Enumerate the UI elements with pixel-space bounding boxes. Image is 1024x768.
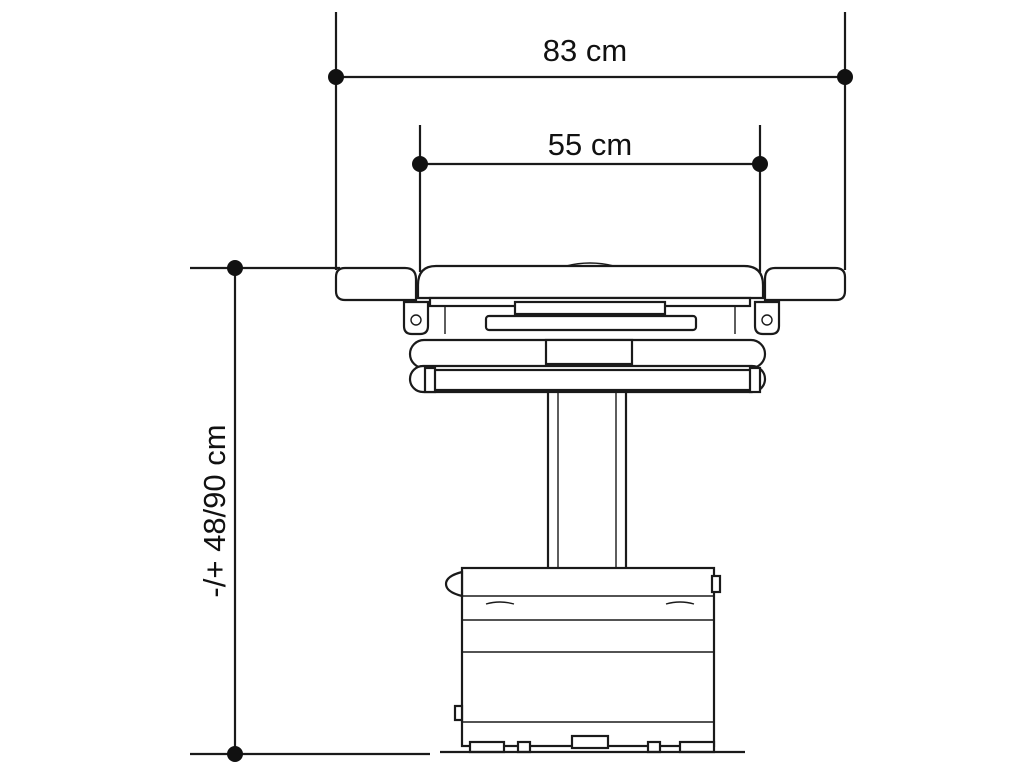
dimension-dot (227, 260, 243, 276)
total-width-label: 83 cm (543, 33, 627, 68)
dimension-height: -/+ 48/90 cm (190, 260, 430, 762)
main-cushion (416, 264, 765, 300)
lower-crossbar (430, 368, 758, 392)
dimension-total-width: 83 cm (328, 12, 853, 270)
dimension-dot (752, 156, 768, 172)
left-end-cap (423, 366, 437, 394)
left-bracket-bolt (410, 314, 422, 326)
left-armrest (334, 266, 418, 302)
base-foot (678, 740, 716, 754)
base-side-button (453, 704, 464, 722)
right-armrest (763, 266, 847, 302)
base-housing (460, 566, 716, 748)
dimension-top-width: 55 cm (412, 125, 768, 272)
roller-assembly (408, 338, 767, 394)
dimension-dot (837, 69, 853, 85)
dimension-dot (328, 69, 344, 85)
base-foot-center (570, 734, 610, 750)
base-foot (468, 740, 506, 754)
right-end-cap (748, 366, 762, 394)
dimension-dot (412, 156, 428, 172)
base-foot (646, 740, 662, 754)
frame-tray (484, 314, 698, 332)
right-bracket (753, 300, 781, 336)
headrest-bump (565, 262, 615, 267)
left-bracket (402, 300, 430, 336)
base-unit (440, 566, 745, 754)
height-range-label: -/+ 48/90 cm (197, 424, 232, 597)
top-width-label: 55 cm (548, 127, 632, 162)
base-handle-right (665, 601, 695, 605)
base-handle-left (485, 601, 515, 605)
frame-plate (513, 300, 667, 316)
right-bracket-bolt (761, 314, 773, 326)
base-right-bumper (710, 574, 722, 594)
base-foot (516, 740, 532, 754)
table-top (334, 262, 847, 336)
base-left-bumper (444, 570, 464, 598)
roller-center-block (544, 338, 634, 366)
dimension-dot (227, 746, 243, 762)
